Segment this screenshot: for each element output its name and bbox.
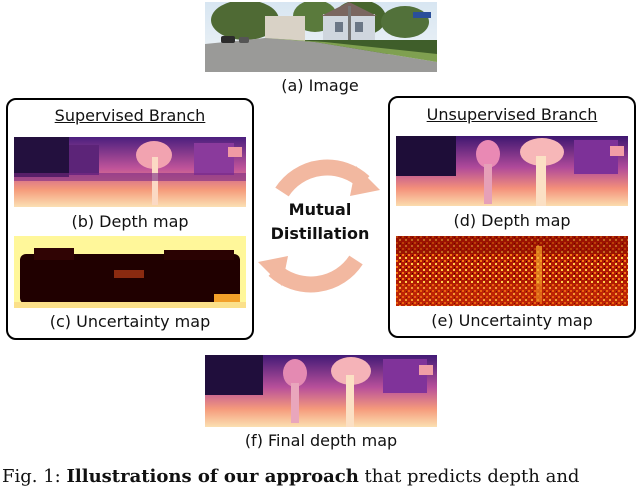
supervised-depth-map	[14, 137, 246, 207]
mutual-distillation-label: Mutual Distillation	[262, 198, 378, 246]
figure-caption-bold: Illustrations of our approach	[66, 466, 359, 487]
mutual-label-line1: Mutual	[288, 200, 352, 219]
final-depth-caption: (f) Final depth map	[244, 431, 398, 450]
supervised-branch-title: Supervised Branch	[54, 106, 206, 125]
figure-caption: Fig. 1: Illustrations of our approach th…	[2, 466, 579, 487]
final-depth-map	[205, 355, 437, 427]
mutual-distillation-arrows	[252, 152, 386, 300]
supervised-uncertainty-map	[14, 236, 246, 308]
figure-caption-rest: that predicts depth and	[358, 466, 580, 487]
unsupervised-depth-map	[396, 136, 628, 206]
unsupervised-branch-title: Unsupervised Branch	[426, 105, 598, 124]
unsupervised-uncertainty-caption: (e) Uncertainty map	[431, 311, 593, 330]
figure-caption-prefix: Fig. 1:	[2, 466, 61, 487]
supervised-uncertainty-caption: (c) Uncertainty map	[49, 312, 211, 331]
unsupervised-depth-caption: (d) Depth map	[453, 211, 571, 230]
image-caption: (a) Image	[281, 76, 359, 95]
mutual-label-line2: Distillation	[270, 224, 370, 243]
unsupervised-uncertainty-map	[396, 236, 628, 306]
street-scene-image	[205, 2, 437, 72]
supervised-depth-caption: (b) Depth map	[71, 212, 189, 231]
